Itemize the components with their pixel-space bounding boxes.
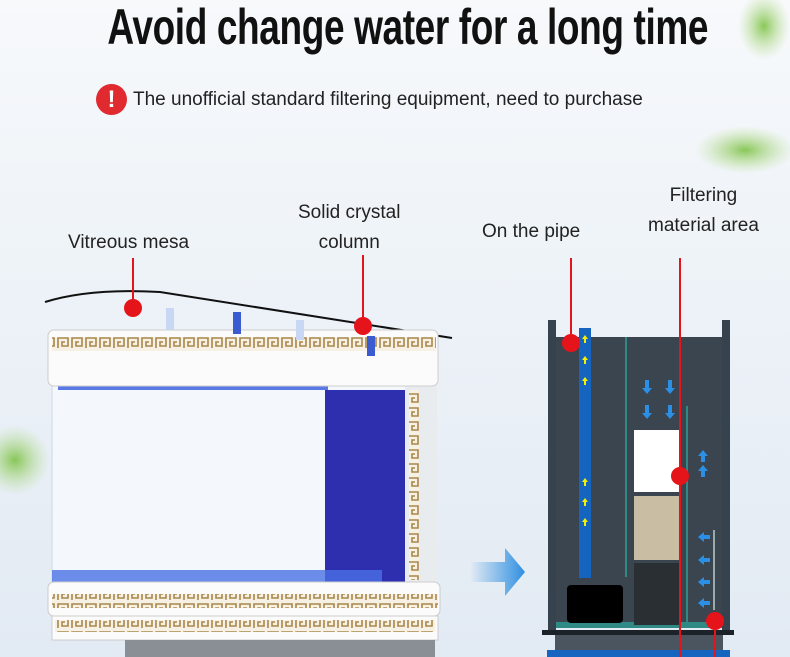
leaf-decoration xyxy=(695,126,790,174)
notice: ! The unofficial standard filtering equi… xyxy=(96,84,643,115)
aquarium-tank xyxy=(44,290,453,657)
page-title: Avoid change water for a long time xyxy=(107,0,709,55)
label-line: Solid crystal xyxy=(298,202,401,223)
label-filtering-material-area: Filtering material area xyxy=(648,181,759,241)
label-vitreous-mesa: Vitreous mesa xyxy=(68,232,190,253)
label-solid-crystal-column: Solid crystal column xyxy=(298,198,400,258)
arrow-right-icon xyxy=(470,548,525,596)
exclamation-icon: ! xyxy=(96,84,127,115)
label-line: material area xyxy=(648,215,759,236)
label-line: Filtering xyxy=(669,185,738,206)
callout-markers xyxy=(124,255,724,657)
sump-filter xyxy=(542,320,734,657)
notice-text: The unofficial standard filtering equipm… xyxy=(133,88,643,110)
leaf-decoration xyxy=(738,0,790,60)
label-line: column xyxy=(318,232,380,253)
label-on-the-pipe: On the pipe xyxy=(482,221,581,242)
leaf-decoration xyxy=(0,425,50,495)
